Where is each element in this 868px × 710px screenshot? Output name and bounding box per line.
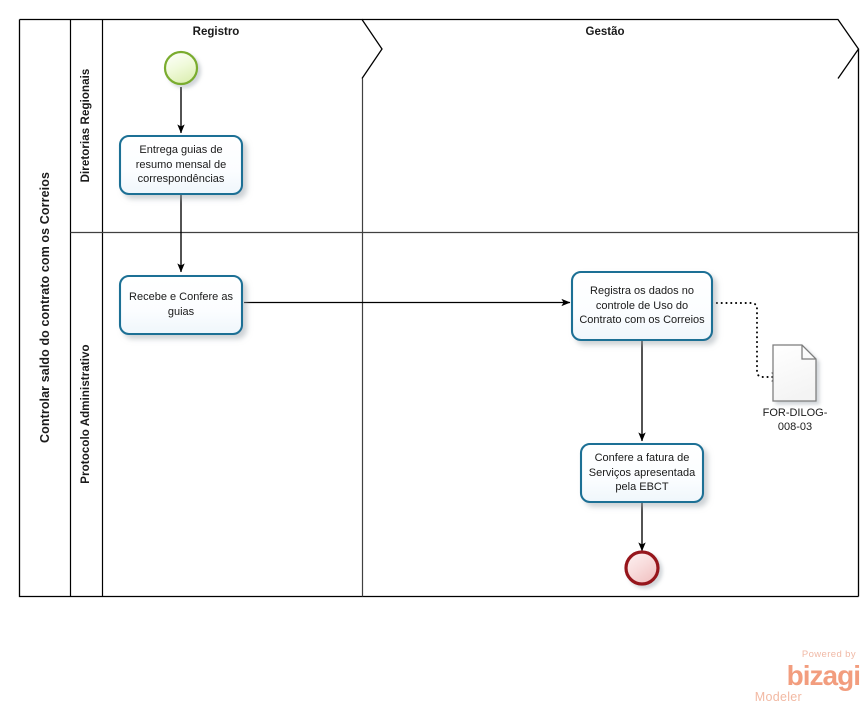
task-confere-fatura[interactable] (579, 442, 705, 504)
phase-title-registro: Registro (192, 26, 240, 38)
phase-title-gestao: Gestão (585, 26, 625, 38)
pool-lane-dividers (69, 19, 104, 597)
lane-title-protocolo-administrativo: Protocolo Administrativo (80, 344, 92, 484)
bizagi-watermark: Powered by bizagi Modeler (700, 649, 861, 706)
pool-title: Controlar saldo do contrato com os Corre… (37, 172, 52, 443)
end-event[interactable] (624, 550, 660, 586)
task-entrega-guias[interactable] (118, 134, 244, 196)
task-recebe-confere[interactable] (118, 274, 244, 336)
data-object-label: FOR-DILOG- 008-03 (739, 406, 851, 435)
data-object-label-line2: 008-03 (777, 421, 813, 434)
lane-title-diretorias-regionais: Diretorias Regionais (80, 68, 92, 183)
watermark-product: Modeler (754, 689, 802, 704)
start-event[interactable] (163, 50, 199, 86)
watermark-powered-by: Powered by (801, 649, 856, 660)
association-registra-to-doc (711, 302, 782, 377)
sequence-flows (177, 87, 646, 552)
data-object-label-line1: FOR-DILOG- (762, 407, 828, 419)
data-object-for-dilog[interactable] (772, 344, 817, 402)
watermark-brand-text: bizagi (786, 659, 861, 691)
watermark-brand: bizagi (700, 659, 861, 691)
task-registra-dados[interactable] (570, 270, 714, 342)
pool-frame (18, 18, 860, 598)
